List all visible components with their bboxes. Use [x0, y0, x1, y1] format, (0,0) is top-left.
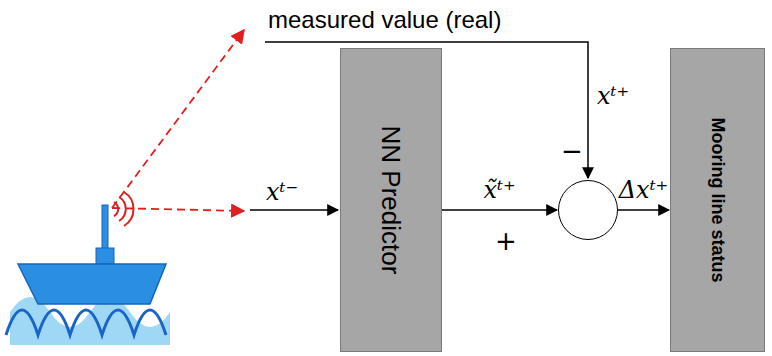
wave-line	[6, 310, 166, 335]
box-title: Mooring line status	[709, 117, 727, 282]
signal-name: Δxᵗ⁺	[619, 178, 668, 202]
sign-symbol: +	[495, 228, 517, 254]
sign-symbol: −	[561, 138, 583, 164]
flow-arrow	[618, 209, 669, 211]
cabin	[96, 248, 114, 264]
process-box: NN Predictor	[340, 48, 442, 352]
sum-circle: −+	[558, 180, 618, 240]
signal-arrow	[112, 208, 244, 211]
input-line	[250, 209, 338, 211]
box-title: NN Predictor	[378, 126, 404, 275]
annotation: measured value (real)	[268, 8, 501, 32]
signal-name: xᵗ⁻	[266, 180, 298, 204]
status-box: Mooring line status	[670, 48, 765, 352]
signal-arrow	[112, 30, 244, 208]
signal-name: x̃ᵗ⁺	[483, 178, 515, 202]
radio-wave	[119, 197, 126, 221]
boat-hull	[18, 264, 166, 304]
signal-name: xᵗ⁺	[597, 84, 629, 108]
flow-arrow	[442, 209, 557, 211]
